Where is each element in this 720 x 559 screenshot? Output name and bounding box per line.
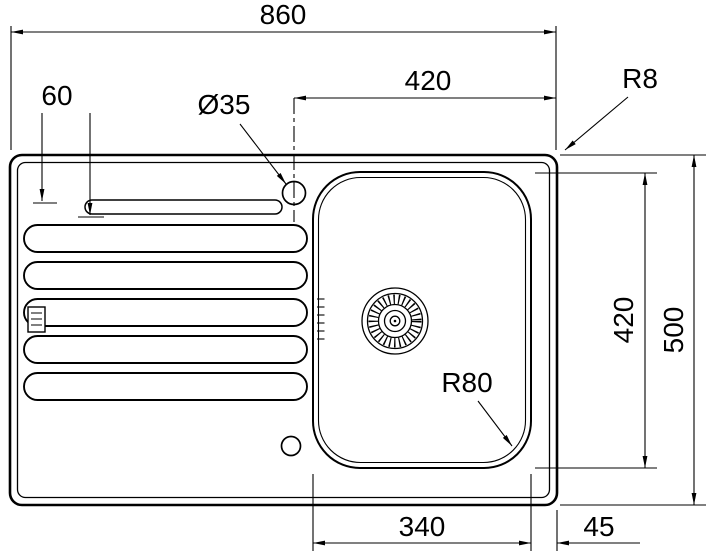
drainer-groove-4 (23, 335, 308, 364)
drain-ring-2 (366, 292, 424, 350)
sink-outline (8, 153, 559, 507)
sink-body (8, 153, 559, 507)
label-tap-to-right: 420 (405, 65, 452, 96)
drainer-groove-5 (23, 372, 308, 401)
label-bowl-width: 340 (399, 511, 446, 542)
drain-ring-3 (377, 303, 413, 339)
drainer-groove-3 (23, 298, 308, 327)
label-bowl-corner-radius: R80 (441, 367, 492, 398)
bowl-outline (312, 171, 532, 469)
drainer-groove-top (84, 199, 283, 215)
drainer-groove-1 (23, 224, 308, 253)
dimension-lines (10, 26, 706, 551)
label-bowl-to-edge: 45 (583, 511, 614, 542)
drain (361, 287, 429, 355)
leader-bowl-corner-radius (477, 400, 513, 447)
label-tap-offset: 60 (41, 80, 72, 111)
dimension-labels: 860 420 R8 60 Ø35 420 500 R80 340 45 (41, 0, 689, 542)
logo-plate (27, 306, 46, 333)
drainer-grooves (23, 199, 308, 401)
drain-center-dot (393, 319, 397, 323)
drain-outer-ring (361, 287, 429, 355)
bowl-inner-edge (317, 176, 527, 464)
label-overall-width: 860 (260, 0, 307, 30)
sink-rim (16, 161, 551, 499)
label-corner-radius: R8 (622, 63, 658, 94)
bowl-depth-ticks (317, 298, 325, 340)
drain-center-ring (389, 315, 401, 327)
drain-ring-4 (383, 309, 407, 333)
accessory-hole (280, 435, 302, 457)
drainer-groove-2 (23, 261, 308, 290)
label-overall-depth: 500 (658, 307, 689, 354)
label-bowl-length: 420 (608, 297, 639, 344)
drain-teeth (368, 294, 422, 348)
leader-tap-hole-diameter (239, 123, 287, 185)
leader-corner-radius (564, 96, 629, 151)
label-tap-hole-diameter: Ø35 (198, 89, 251, 120)
